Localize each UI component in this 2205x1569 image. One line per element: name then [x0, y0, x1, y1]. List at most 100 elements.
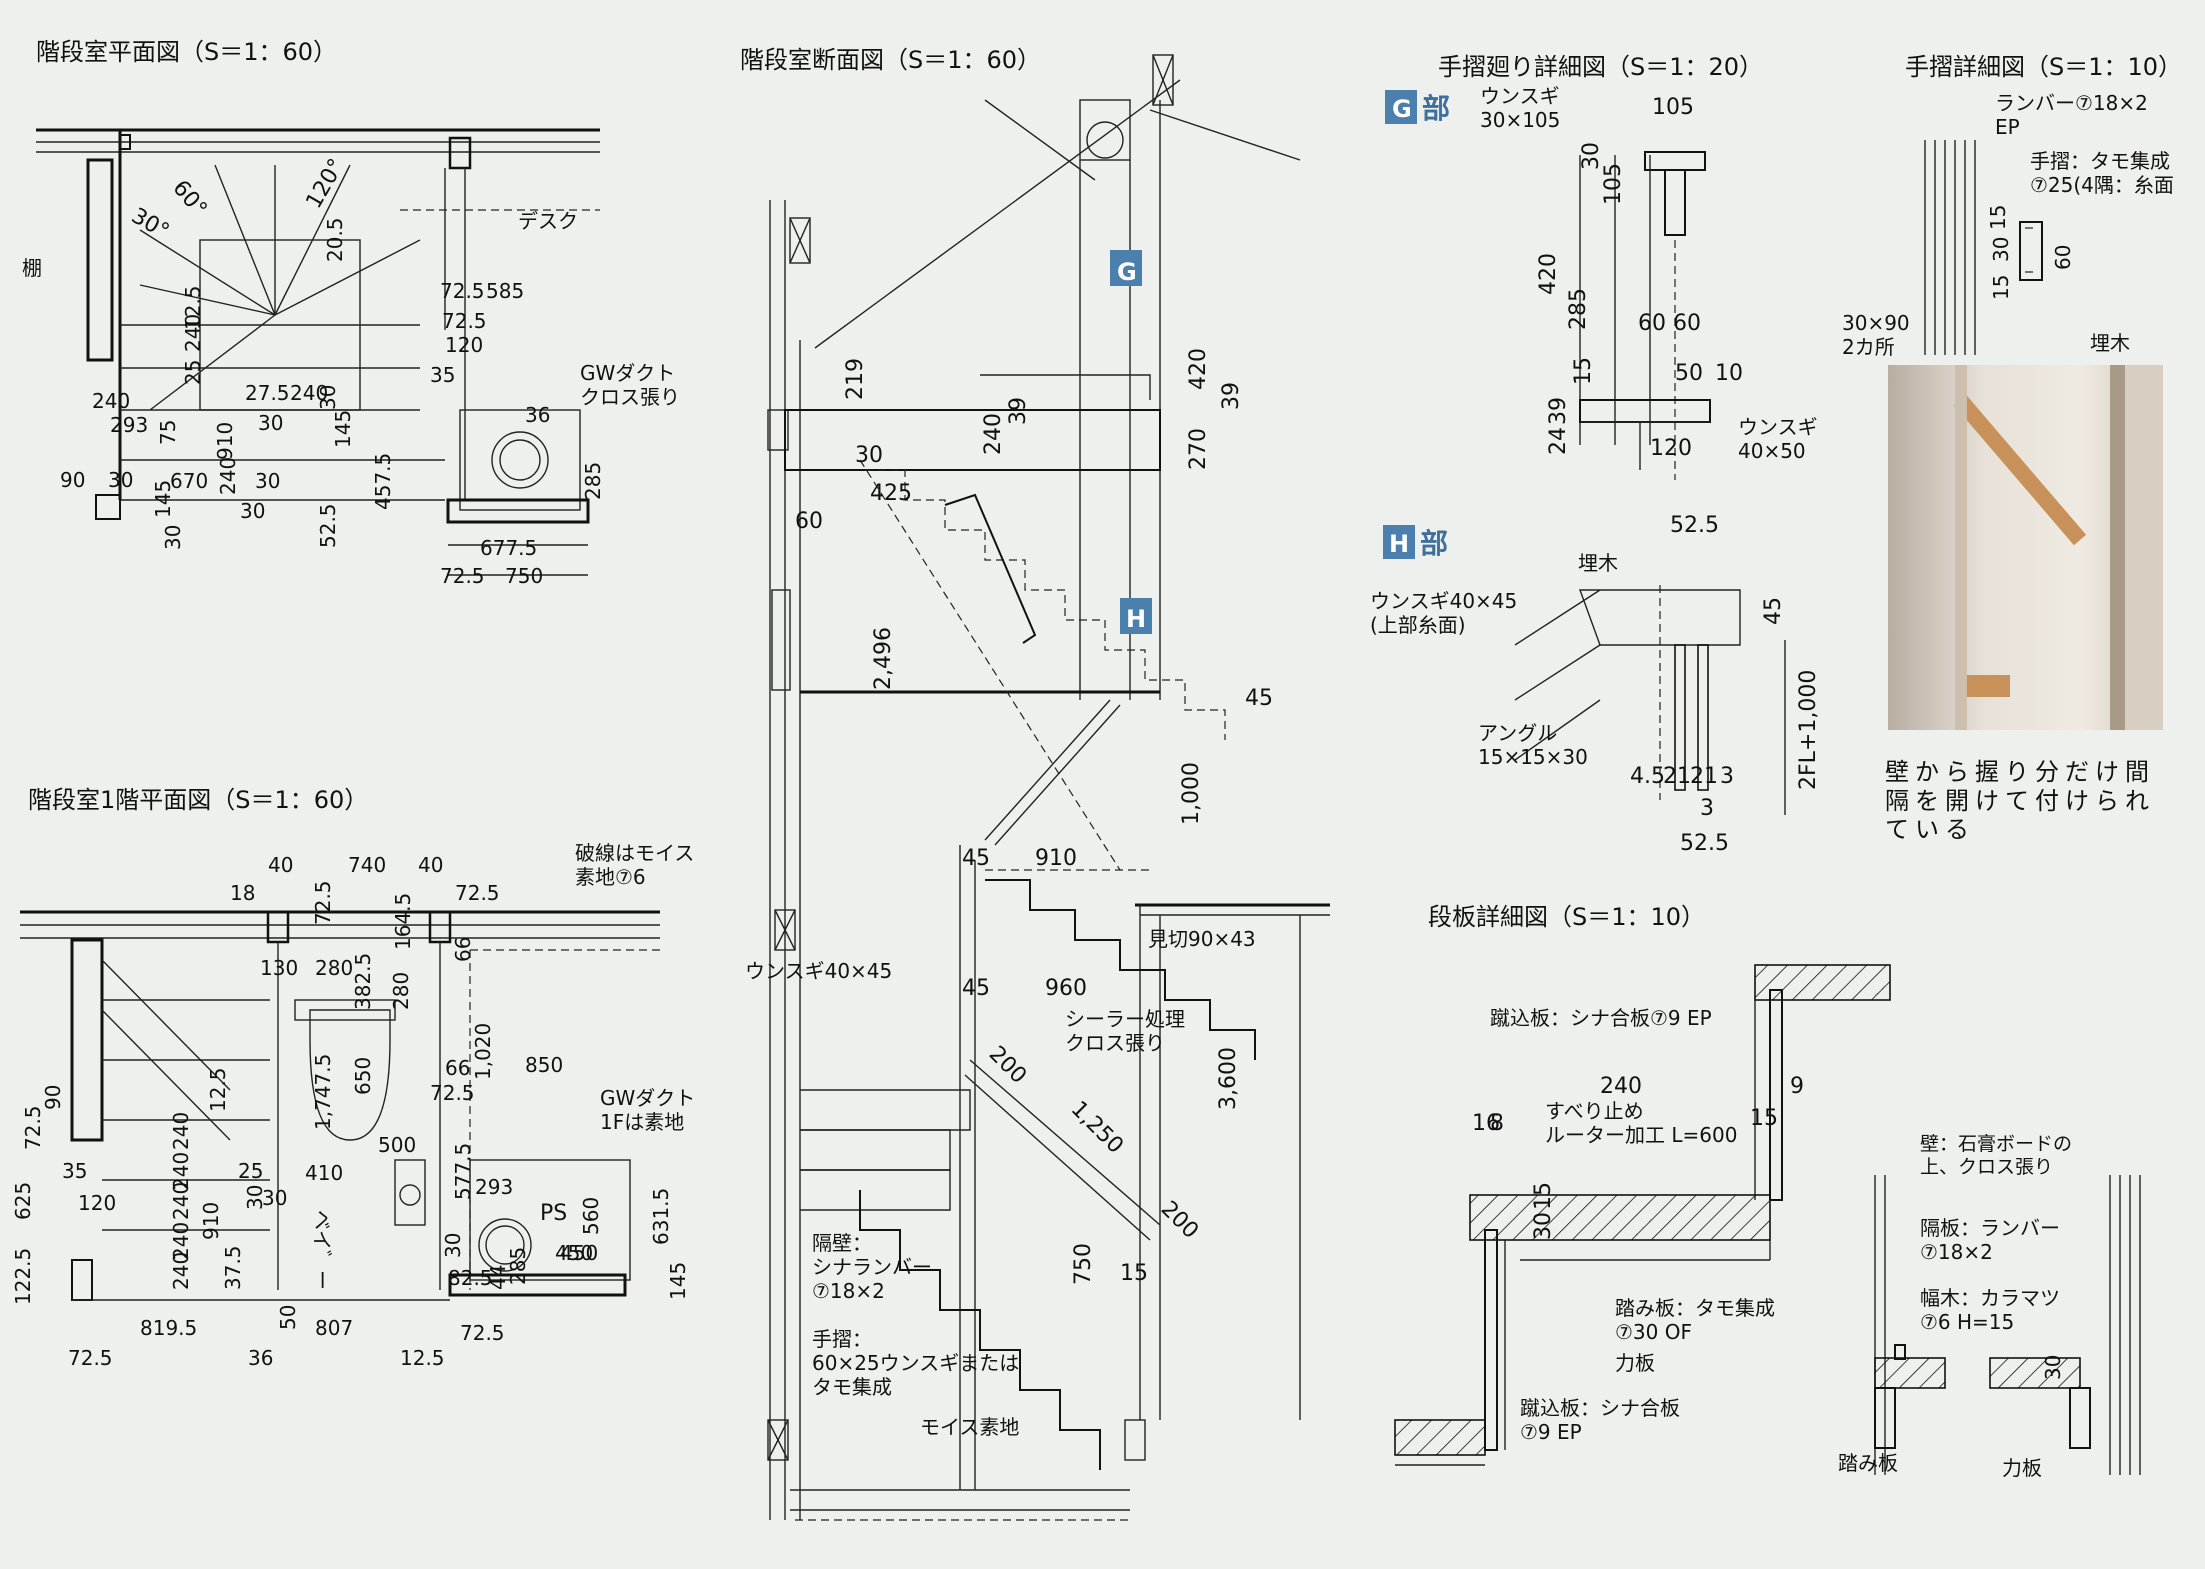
- wall-tread-label: 踏み板: [1838, 1451, 1898, 1475]
- plan1f-vanity-label: ベイ゛ー: [310, 1210, 334, 1290]
- dimension-value: 30: [262, 1186, 287, 1210]
- dimension-value: 18: [230, 881, 255, 905]
- label-line: ⑦30 OF: [1615, 1320, 1692, 1344]
- detail-h-uwasugi-label: ウンスギ40×45(上部糸面): [1370, 589, 1517, 637]
- photo-caption-text: 壁から握り分だけ間: [1885, 758, 2155, 786]
- dimension-value: 285: [1566, 288, 1591, 330]
- dimension-value: 60: [795, 509, 823, 534]
- detail-g-tag-suffix: 部: [1422, 92, 1450, 125]
- detail-h-umeki-label: 埋木: [1578, 551, 1618, 575]
- dimension-value: 90: [60, 468, 85, 492]
- dimension-value: 200: [984, 1042, 1031, 1089]
- dimension-value: 21: [1663, 764, 1691, 789]
- dimension-value: 500: [378, 1133, 416, 1157]
- dimension-value: 39: [1006, 397, 1031, 425]
- dimension-value: 36: [525, 403, 550, 427]
- dimension-value: 30: [855, 443, 883, 468]
- detail-g-top-text: ウンスギ: [1480, 84, 1560, 108]
- dimension-value: 50: [1675, 361, 1703, 386]
- label-line: ⑦25(4隅：糸面: [2030, 173, 2174, 197]
- dimension-value: 450: [555, 1241, 593, 1265]
- section-partition-text: 隔壁：: [812, 1231, 872, 1255]
- plan2f-duct-label: GWダクトクロス張り: [580, 361, 680, 409]
- dimension-value: 8: [1490, 1111, 1504, 1136]
- detail-g-drawing: G 部: [1385, 90, 1711, 480]
- plan2f-angle-3: 30°: [127, 204, 173, 245]
- dimension-value: 66: [445, 1056, 470, 1080]
- dimension-value: 130: [260, 956, 298, 980]
- dimension-value: 145: [666, 1262, 690, 1300]
- dimension-value: 52.5: [1670, 513, 1719, 538]
- dimension-value: 240: [92, 389, 130, 413]
- title-handrail-turn: 手摺廻り詳細図（S＝1：20）: [1438, 53, 1763, 81]
- dimension-value: 40: [268, 853, 293, 877]
- dimension-value: 910: [199, 1202, 223, 1240]
- dimension-value: 631.5: [649, 1188, 673, 1245]
- dimension-value: 3: [1720, 764, 1734, 789]
- dimension-value: 45: [962, 976, 990, 1001]
- dimension-value: 240: [169, 1182, 193, 1220]
- section-marker-g: G: [1117, 258, 1137, 286]
- label-line: ⑦6 H=15: [1920, 1310, 2014, 1334]
- dimension-value: 410: [305, 1161, 343, 1185]
- dimension-value: 15: [1750, 1106, 1778, 1131]
- dimension-value: 82.5: [448, 1266, 493, 1290]
- dimension-value: 4.5: [1630, 764, 1665, 789]
- label-line: ⑦18×2: [1920, 1240, 1993, 1264]
- dimension-value: 960: [1045, 976, 1087, 1001]
- plan2f-shelf-label: 棚: [22, 256, 42, 280]
- dimension-value: 577.5: [451, 1143, 475, 1200]
- label-line: 2カ所: [1842, 335, 1895, 359]
- dimension-value: 35: [430, 363, 455, 387]
- dimension-value: 10: [1715, 361, 1743, 386]
- wall-partition-text: 隔板：ランバー: [1920, 1216, 2060, 1240]
- dimension-value: 285: [506, 1247, 530, 1285]
- section-drawing: G H: [767, 54, 1330, 1521]
- label-line: 素地⑦6: [575, 865, 646, 889]
- wall-wall-label: 壁：石膏ボードの上、クロス張り: [1920, 1132, 2072, 1178]
- dimension-value: 1,747.5: [311, 1054, 335, 1130]
- detail-h-tag-box: [1383, 525, 1415, 559]
- dimension-value: 72.5: [311, 880, 335, 925]
- photo-door: [2125, 365, 2163, 730]
- dimension-value: 15: [1986, 205, 2010, 230]
- dimension-value: 285: [581, 462, 605, 500]
- dimension-value: 560: [579, 1197, 603, 1235]
- dimension-value: 740: [348, 853, 386, 877]
- tread-detail-labels: 蹴込板：シナ合板⑦9 EP すべり止めルーター加工 L=600 踏み板：タモ集成…: [1490, 1006, 1775, 1444]
- dimension-value: 36: [248, 1346, 273, 1370]
- dimension-value: 66: [451, 937, 475, 962]
- dimension-value: 60: [1638, 311, 1666, 336]
- dimension-value: 24: [1546, 427, 1571, 455]
- label-line: クロス張り: [1065, 1031, 1165, 1055]
- wall-baseboard-text: 幅木：カラマツ: [1920, 1286, 2060, 1310]
- dimension-value: 30: [108, 468, 133, 492]
- dimension-value: 25: [238, 1159, 263, 1183]
- tread-tread-text: 踏み板：タモ集成: [1615, 1296, 1775, 1320]
- dimension-value: 72.5: [440, 279, 485, 303]
- dimension-value: 9: [1790, 1074, 1804, 1099]
- title-plan1f: 階段室1階平面図（S＝1：60）: [28, 786, 368, 814]
- dimension-value: 120: [445, 333, 483, 357]
- label-line: ルーター加工 L=600: [1545, 1123, 1737, 1147]
- section-uwasugi-label: ウンスギ40×45: [745, 959, 892, 983]
- handrail-rail-text: 手摺：タモ集成: [2030, 149, 2170, 173]
- dimension-value: 39: [1219, 382, 1244, 410]
- dimension-value: 30: [258, 411, 283, 435]
- tread-stringer-label: 力板: [1615, 1351, 1655, 1375]
- tread-detail-drawing: [1394, 964, 1891, 1466]
- dimension-value: 60: [1673, 311, 1701, 336]
- dimension-value: 45: [1761, 597, 1786, 625]
- detail-g-tag-box: [1385, 90, 1417, 124]
